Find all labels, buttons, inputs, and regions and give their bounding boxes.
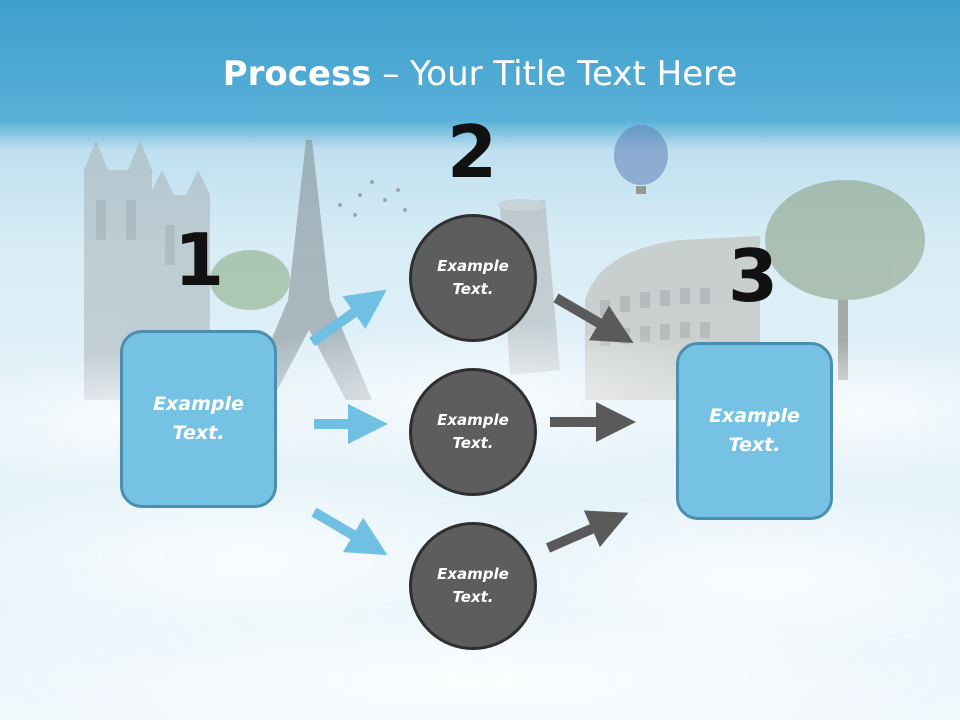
slide-title: Process – Your Title Text Here [0, 52, 960, 96]
birds-icon [338, 180, 407, 217]
hot-air-balloon-icon [614, 125, 668, 194]
circle-top-text: Example Text. [437, 257, 509, 298]
step-number-2: 2 [446, 110, 498, 194]
arrow-gray-down [553, 293, 634, 344]
circle-bottom[interactable]: Example Text. [409, 522, 537, 650]
title-bold: Process [222, 54, 372, 94]
circle-top[interactable]: Example Text. [409, 214, 537, 342]
right-process-box[interactable]: Example Text. [676, 342, 833, 520]
circle-middle[interactable]: Example Text. [409, 368, 537, 496]
title-rest: – Your Title Text Here [371, 54, 738, 94]
circle-bottom-text: Example Text. [437, 565, 509, 606]
arrow-blue-up [309, 289, 387, 347]
right-box-text: Example Text. [709, 405, 800, 456]
tree-icon [765, 180, 925, 380]
left-process-box[interactable]: Example Text. [120, 330, 277, 508]
arrow-blue-down [311, 507, 388, 556]
step-number-3: 3 [727, 234, 779, 318]
arrow-gray-up [545, 510, 629, 553]
circle-middle-text: Example Text. [437, 411, 509, 452]
step-number-1: 1 [173, 218, 225, 302]
left-box-text: Example Text. [153, 393, 244, 444]
